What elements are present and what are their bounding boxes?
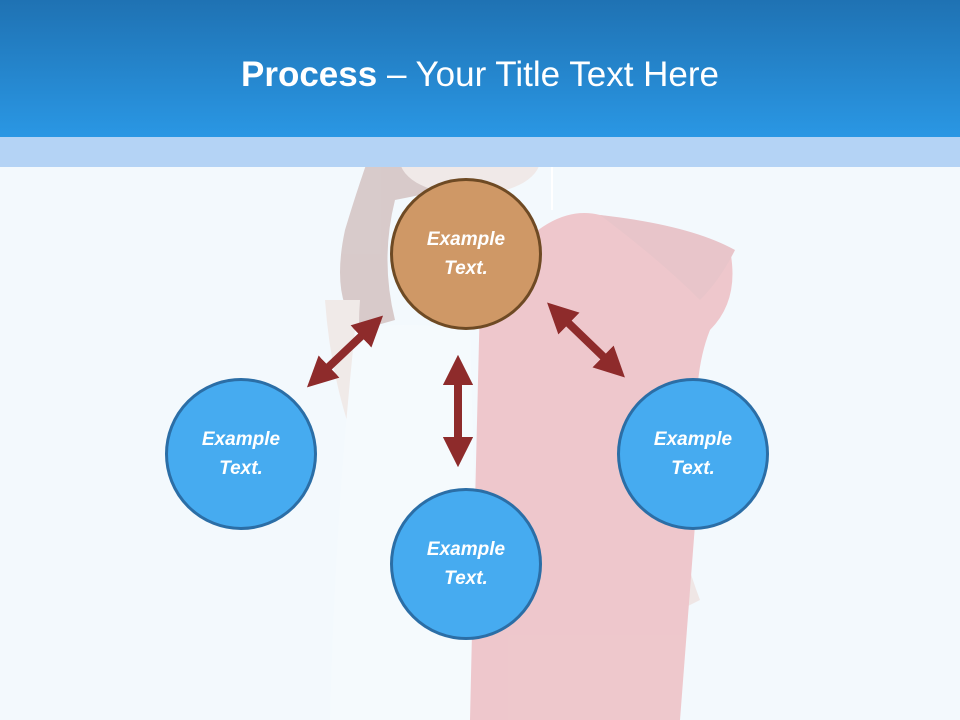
slide-title-bold: Process xyxy=(241,55,378,94)
arrow-center-left xyxy=(306,315,384,388)
bottom-node-label: Example Text. xyxy=(426,539,506,589)
left-node-label: Example Text. xyxy=(201,429,281,479)
slide-title: Process – Your Title Text Here xyxy=(0,52,960,98)
left-node: Example Text. xyxy=(165,378,317,530)
center-node-label: Example Text. xyxy=(426,229,506,279)
bottom-node: Example Text. xyxy=(390,488,542,640)
arrow-center-right xyxy=(547,302,625,378)
center-node: Example Text. xyxy=(390,178,542,330)
title-band xyxy=(0,137,960,167)
right-node-label: Example Text. xyxy=(653,429,733,479)
right-node: Example Text. xyxy=(617,378,769,530)
title-bar xyxy=(0,0,960,137)
slide-title-rest: – Your Title Text Here xyxy=(377,55,719,94)
